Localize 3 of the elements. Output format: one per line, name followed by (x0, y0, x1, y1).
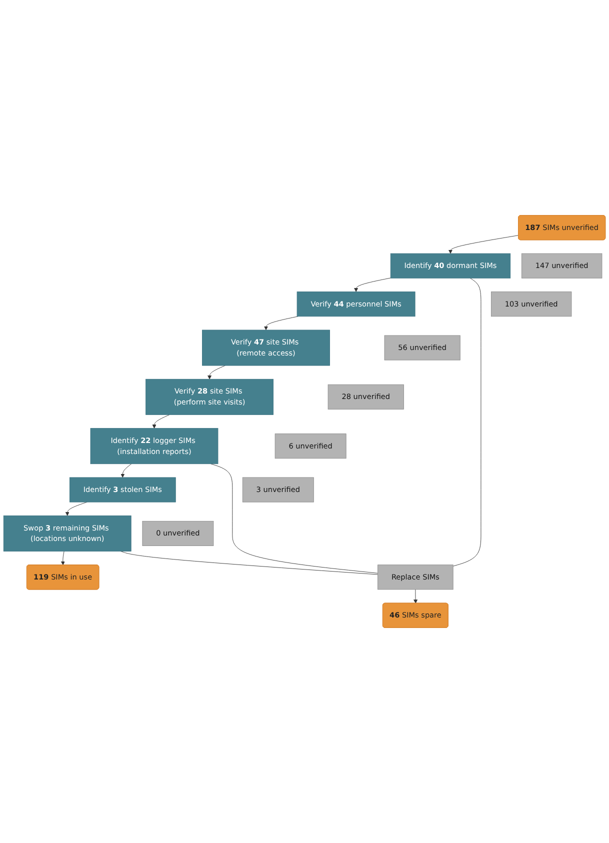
connector (452, 278, 482, 566)
connector (120, 550, 378, 575)
connector (210, 464, 378, 574)
